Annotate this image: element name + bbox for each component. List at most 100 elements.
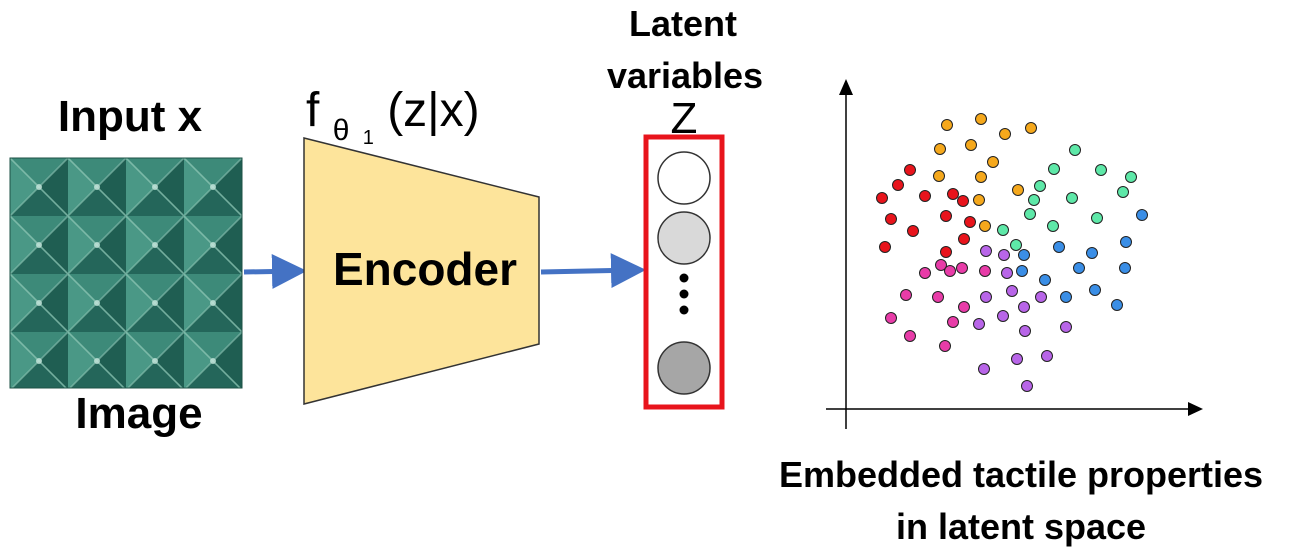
scatter-point-purple [1060,321,1072,333]
encoder-function-label: f θ 1 (z|x) [306,84,480,155]
encoder-trapezoid [303,137,540,405]
encoder-function-f: f [306,84,320,137]
scatter-point-purple [1006,285,1018,297]
scatter-point-orange [987,156,999,168]
scatter-point-pink [958,301,970,313]
scatter-point-orange [941,119,953,131]
latent-node-1 [657,151,711,205]
scatter-point-green [1047,220,1059,232]
scatter-point-blue [1119,262,1131,274]
scatter-point-blue [1073,262,1085,274]
scatter-point-purple [973,318,985,330]
scatter-point-red [957,195,969,207]
scatter-point-pink [979,265,991,277]
encoder-label: Encoder [333,243,517,295]
scatter-point-pink [947,316,959,328]
scatter-point-green [1125,171,1137,183]
scatter-y-axis-arrowhead [839,79,853,95]
scatter-point-purple [1018,301,1030,313]
input-caption: Image [75,389,202,438]
scatter-point-orange [973,194,985,206]
scatter-point-purple [1019,325,1031,337]
scatter-point-pink [956,262,968,274]
scatter-point-blue [1053,241,1065,253]
latent-title-line2: variables [607,55,763,96]
scatter-point-pink [932,291,944,303]
scatter-point-green [1048,163,1060,175]
latent-ellipsis [679,273,689,315]
scatter-point-purple [978,363,990,375]
scatter-point-pink [900,289,912,301]
scatter-point-blue [1018,249,1030,261]
scatter-point-pink [935,259,947,271]
scatter-point-red [885,213,897,225]
scatter-point-red [876,192,888,204]
scatter-point-pink [919,267,931,279]
scatter-point-purple [1035,291,1047,303]
scatter-point-orange [1025,122,1037,134]
scatter-point-green [1091,212,1103,224]
latent-node-n [657,341,711,395]
scatter-plot [826,79,1203,429]
scatter-point-orange [975,171,987,183]
encoder-function-theta: θ [333,114,350,147]
scatter-point-blue [1111,299,1123,311]
scatter-point-purple [980,291,992,303]
scatter-x-axis-arrowhead [1188,402,1203,416]
scatter-point-green [997,224,1009,236]
scatter-point-orange [999,128,1011,140]
input-to-encoder-arrow [243,254,307,289]
scatter-points [876,113,1148,392]
input-title: Input x [58,92,203,141]
scatter-point-purple [997,310,1009,322]
scatter-point-purple [998,249,1010,261]
scatter-point-red [907,225,919,237]
scatter-point-orange [933,170,945,182]
scatter-point-purple [1001,267,1013,279]
scatter-point-green [1024,208,1036,220]
latent-node-2 [657,211,711,265]
scatter-point-green [1066,192,1078,204]
scatter-point-pink [904,330,916,342]
encoder-to-latent-arrow [540,253,646,289]
scatter-point-green [1095,164,1107,176]
scatter-point-red [919,190,931,202]
scatter-point-orange [975,113,987,125]
scatter-point-red [947,188,959,200]
encoder-function-one: 1 [363,127,374,149]
scatter-point-blue [1086,247,1098,259]
latent-title-line1: Latent [629,3,737,44]
scatter-point-red [879,241,891,253]
scatter-point-blue [1120,236,1132,248]
scatter-point-orange [965,139,977,151]
scatter-point-blue [1039,274,1051,286]
scatter-point-purple [1011,353,1023,365]
input-image [9,157,243,389]
scatter-point-green [1028,194,1040,206]
scatter-point-red [958,233,970,245]
latent-vector-box [643,134,725,410]
scatter-point-green [1117,186,1129,198]
scatter-point-red [964,216,976,228]
scatter-point-red [940,246,952,258]
scatter-point-purple [1021,380,1033,392]
scatter-point-purple [980,245,992,257]
scatter-point-blue [1089,284,1101,296]
scatter-point-orange [1012,184,1024,196]
scatter-point-green [1069,144,1081,156]
scatter-point-pink [944,265,956,277]
scatter-point-orange [979,220,991,232]
encoder-function-args: (z|x) [387,84,479,137]
scatter-caption-line2: in latent space [896,506,1146,547]
scatter-point-orange [934,143,946,155]
scatter-point-blue [1060,291,1072,303]
scatter-point-blue [1136,209,1148,221]
scatter-point-red [892,179,904,191]
scatter-point-red [940,210,952,222]
scatter-point-green [1034,180,1046,192]
scatter-caption-line1: Embedded tactile properties [779,454,1263,495]
scatter-point-green [1010,239,1022,251]
scatter-point-pink [885,312,897,324]
scatter-point-pink [939,340,951,352]
